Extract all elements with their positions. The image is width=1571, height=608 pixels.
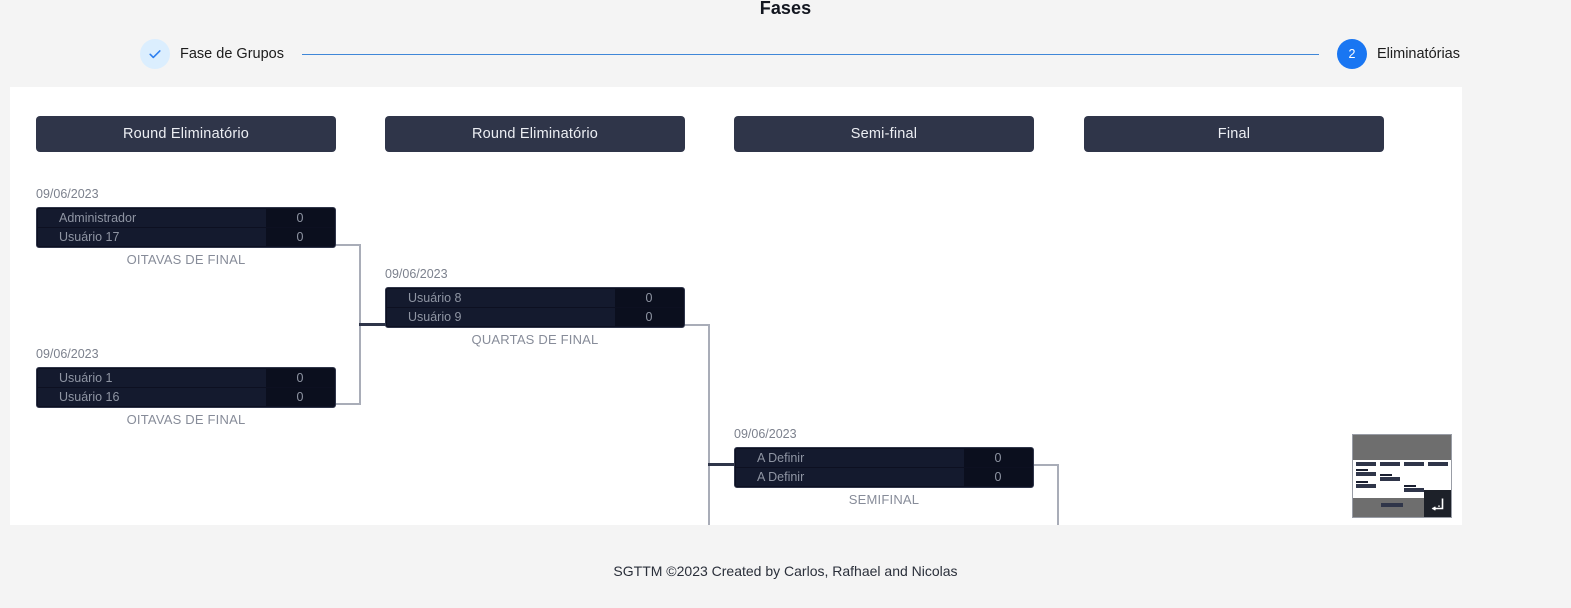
minimap-match-bar: [1380, 474, 1392, 476]
match-row[interactable]: Usuário 9 0: [387, 308, 683, 326]
stepper-connector-line: [301, 53, 1319, 55]
minimap-match-bar: [1356, 472, 1376, 476]
minimap-match-bar: [1380, 477, 1400, 481]
player-name: Usuário 1: [59, 371, 113, 385]
match-card[interactable]: 09/06/2023 Administrador 0 Usuário 17 0 …: [36, 187, 336, 267]
connector-r2-in: [359, 323, 387, 326]
phase-stepper: Fase de Grupos 2 Eliminatórias: [140, 36, 1460, 72]
match-stage-label: OITAVAS DE FINAL: [126, 412, 246, 427]
connector-r3-v: [1057, 464, 1059, 525]
footer-credits: SGTTM ©2023 Created by Carlos, Rafhael a…: [613, 563, 958, 579]
check-icon: [149, 50, 161, 59]
page-title: Fases: [759, 0, 812, 18]
match-box[interactable]: Administrador 0 Usuário 17 0: [36, 207, 336, 248]
bracket-panel[interactable]: Round Eliminatório Round Eliminatório Se…: [10, 87, 1462, 525]
match-stage-label: QUARTAS DE FINAL: [471, 332, 599, 347]
stepper-step-eliminatorias[interactable]: 2 Eliminatórias: [1337, 39, 1460, 69]
round-header-1[interactable]: Round Eliminatório: [36, 116, 336, 152]
connector-r2-top-h: [685, 324, 710, 326]
match-date: 09/06/2023: [734, 427, 797, 441]
match-box[interactable]: Usuário 1 0 Usuário 16 0: [36, 367, 336, 408]
minimap-match-bar: [1356, 484, 1376, 488]
match-box[interactable]: A Definir 0 A Definir 0: [734, 447, 1034, 488]
player-score: 0: [964, 449, 1032, 467]
player-score: 0: [266, 228, 334, 246]
connector-r3-top-h: [1034, 464, 1059, 466]
player-name: Administrador: [59, 211, 137, 225]
match-card[interactable]: 09/06/2023 A Definir 0 A Definir 0 SEMIF…: [734, 427, 1034, 507]
player-name: Usuário 8: [408, 291, 462, 305]
bracket-minimap[interactable]: [1352, 434, 1452, 518]
match-row[interactable]: A Definir 0: [736, 468, 1032, 486]
minimap-match-bar: [1404, 488, 1424, 492]
connector-r2-v: [708, 324, 710, 525]
player-score: 0: [615, 289, 683, 307]
minimap-round-bar: [1380, 462, 1400, 466]
round-header-2[interactable]: Round Eliminatório: [385, 116, 685, 152]
minimap-round-bar: [1356, 462, 1376, 466]
match-date: 09/06/2023: [36, 187, 99, 201]
match-date: 09/06/2023: [385, 267, 448, 281]
player-name: Usuário 9: [408, 310, 462, 324]
resize-handle-icon: [1431, 498, 1443, 511]
round-header-3[interactable]: Semi-final: [734, 116, 1034, 152]
minimap-match-bar: [1356, 469, 1368, 471]
round-header-4[interactable]: Final: [1084, 116, 1384, 152]
minimap-round-bar: [1428, 462, 1448, 466]
player-score: 0: [266, 209, 334, 227]
match-card[interactable]: 09/06/2023 Usuário 1 0 Usuário 16 0 OITA…: [36, 347, 336, 427]
match-stage-label: SEMIFINAL: [848, 492, 920, 507]
minimap-offscreen-bar: [1381, 503, 1403, 507]
match-row[interactable]: Administrador 0: [38, 209, 334, 227]
match-row[interactable]: Usuário 17 0: [38, 228, 334, 246]
minimap-match-bar: [1356, 481, 1368, 483]
step-completed-circle: [140, 39, 170, 69]
player-score: 0: [266, 388, 334, 406]
match-row[interactable]: Usuário 1 0: [38, 369, 334, 387]
connector-r1-bot-h: [336, 403, 361, 405]
match-box[interactable]: Usuário 8 0 Usuário 9 0: [385, 287, 685, 328]
match-stage-label: OITAVAS DE FINAL: [126, 252, 246, 267]
match-card[interactable]: 09/06/2023 Usuário 8 0 Usuário 9 0 QUART…: [385, 267, 685, 347]
player-score: 0: [266, 369, 334, 387]
player-name: A Definir: [757, 451, 805, 465]
match-date: 09/06/2023: [36, 347, 99, 361]
minimap-resize-handle[interactable]: [1424, 490, 1451, 517]
connector-r3-in: [708, 463, 736, 466]
player-name: A Definir: [757, 470, 805, 484]
match-row[interactable]: Usuário 16 0: [38, 388, 334, 406]
minimap-match-bar: [1404, 485, 1416, 487]
player-score: 0: [615, 308, 683, 326]
player-score: 0: [964, 468, 1032, 486]
stepper-label-2: Eliminatórias: [1377, 46, 1460, 62]
match-row[interactable]: A Definir 0: [736, 449, 1032, 467]
connector-r1-top-h: [336, 244, 361, 246]
minimap-round-bar: [1404, 462, 1424, 466]
player-name: Usuário 16: [59, 390, 120, 404]
stepper-step-fase-de-grupos[interactable]: Fase de Grupos: [140, 39, 284, 69]
player-name: Usuário 17: [59, 230, 120, 244]
step-number-circle: 2: [1337, 39, 1367, 69]
stepper-label-1: Fase de Grupos: [180, 46, 284, 62]
match-row[interactable]: Usuário 8 0: [387, 289, 683, 307]
